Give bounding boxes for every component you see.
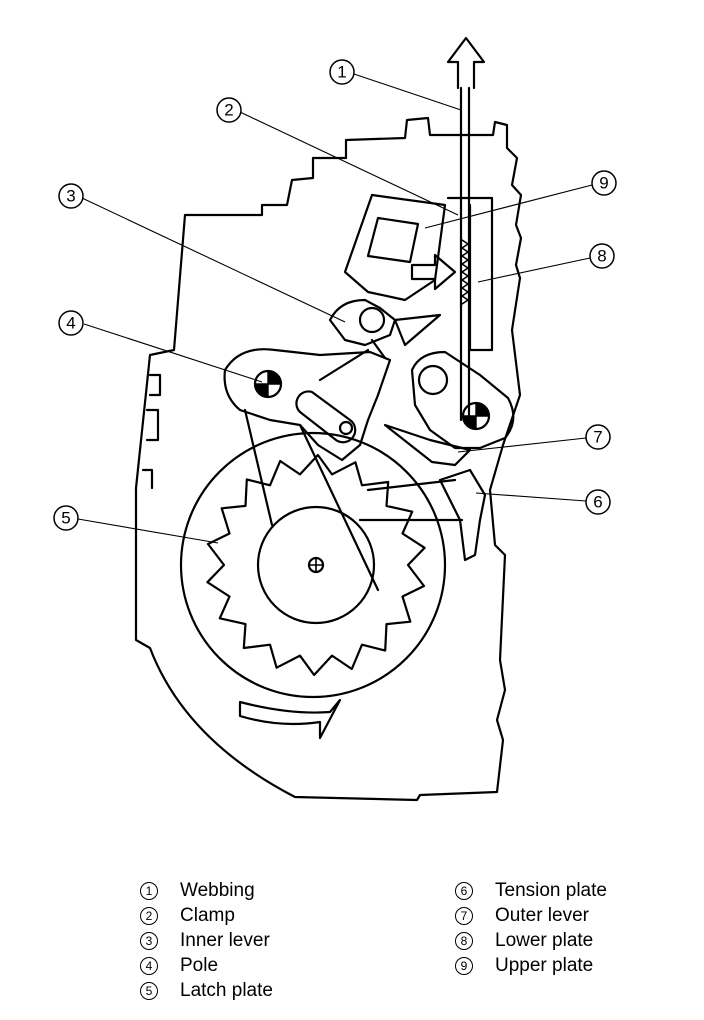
legend-number: 4	[140, 957, 158, 975]
svg-text:1: 1	[337, 63, 346, 82]
upper-plate-serration	[461, 239, 469, 305]
parts-legend: 1 Webbing 2 Clamp 3 Inner lever 4 Pole 5…	[0, 876, 704, 1016]
tension-plate	[438, 468, 487, 562]
callout-7: 7	[585, 424, 611, 450]
up-arrow-icon	[446, 36, 486, 90]
pole-arm	[223, 348, 392, 462]
svg-text:9: 9	[599, 174, 608, 193]
legend-label: Clamp	[180, 905, 235, 926]
legend-number: 3	[140, 932, 158, 950]
svg-text:2: 2	[224, 101, 233, 120]
leader-line-3	[81, 197, 346, 323]
leader-line-2	[239, 111, 459, 216]
callout-9: 9	[591, 170, 617, 196]
callout-6: 6	[585, 489, 611, 515]
leader-line-1	[353, 73, 462, 111]
legend-label: Latch plate	[180, 980, 273, 1001]
outer-lever-housing	[410, 350, 515, 450]
svg-text:6: 6	[593, 493, 602, 512]
clamp-body	[343, 193, 447, 302]
retractor-mechanism-diagram: 1 2 3 4 5 6 7 8 9	[53, 36, 617, 802]
legend-label: Webbing	[180, 880, 255, 901]
legend-number: 2	[140, 907, 158, 925]
leader-line-9	[424, 184, 593, 229]
legend-label: Tension plate	[495, 880, 607, 901]
legend-number: 6	[455, 882, 473, 900]
callout-3: 3	[58, 183, 84, 209]
svg-text:8: 8	[597, 247, 606, 266]
legend-number: 1	[140, 882, 158, 900]
callout-5: 5	[53, 505, 79, 531]
svg-text:4: 4	[66, 314, 75, 333]
legend-number: 9	[455, 957, 473, 975]
legend-label: Pole	[180, 955, 219, 976]
svg-text:7: 7	[593, 428, 602, 447]
pole-slot	[295, 390, 357, 444]
leader-line-6	[475, 492, 587, 502]
latch-plate-outer-ring	[179, 431, 447, 699]
latch-plate-ratchet	[206, 453, 426, 677]
callout-2: 2	[216, 97, 242, 123]
webbing	[459, 86, 471, 422]
leader-line-5	[77, 518, 219, 544]
leader-line-7	[457, 437, 587, 453]
spool-disk	[256, 505, 376, 625]
legend-number: 8	[455, 932, 473, 950]
svg-text:5: 5	[61, 509, 70, 528]
leader-line-4	[83, 323, 263, 383]
callout-8: 8	[589, 243, 615, 269]
callout-4: 4	[58, 310, 84, 336]
legend-label: Inner lever	[180, 930, 270, 951]
callout-1: 1	[329, 59, 355, 85]
svg-text:3: 3	[66, 187, 75, 206]
legend-label: Upper plate	[495, 955, 594, 976]
leader-line-8	[477, 257, 591, 283]
inner-lever	[328, 298, 397, 347]
outer-lever	[383, 423, 472, 467]
legend-label: Outer lever	[495, 905, 589, 926]
legend-number: 5	[140, 982, 158, 1000]
right-arrow-icon	[410, 253, 457, 291]
housing-outline	[134, 116, 523, 802]
clamp-window	[366, 216, 420, 264]
legend-number: 7	[455, 907, 473, 925]
housing-notches	[141, 373, 162, 490]
rotation-arrow-icon	[238, 698, 342, 740]
legend-label: Lower plate	[495, 930, 594, 951]
